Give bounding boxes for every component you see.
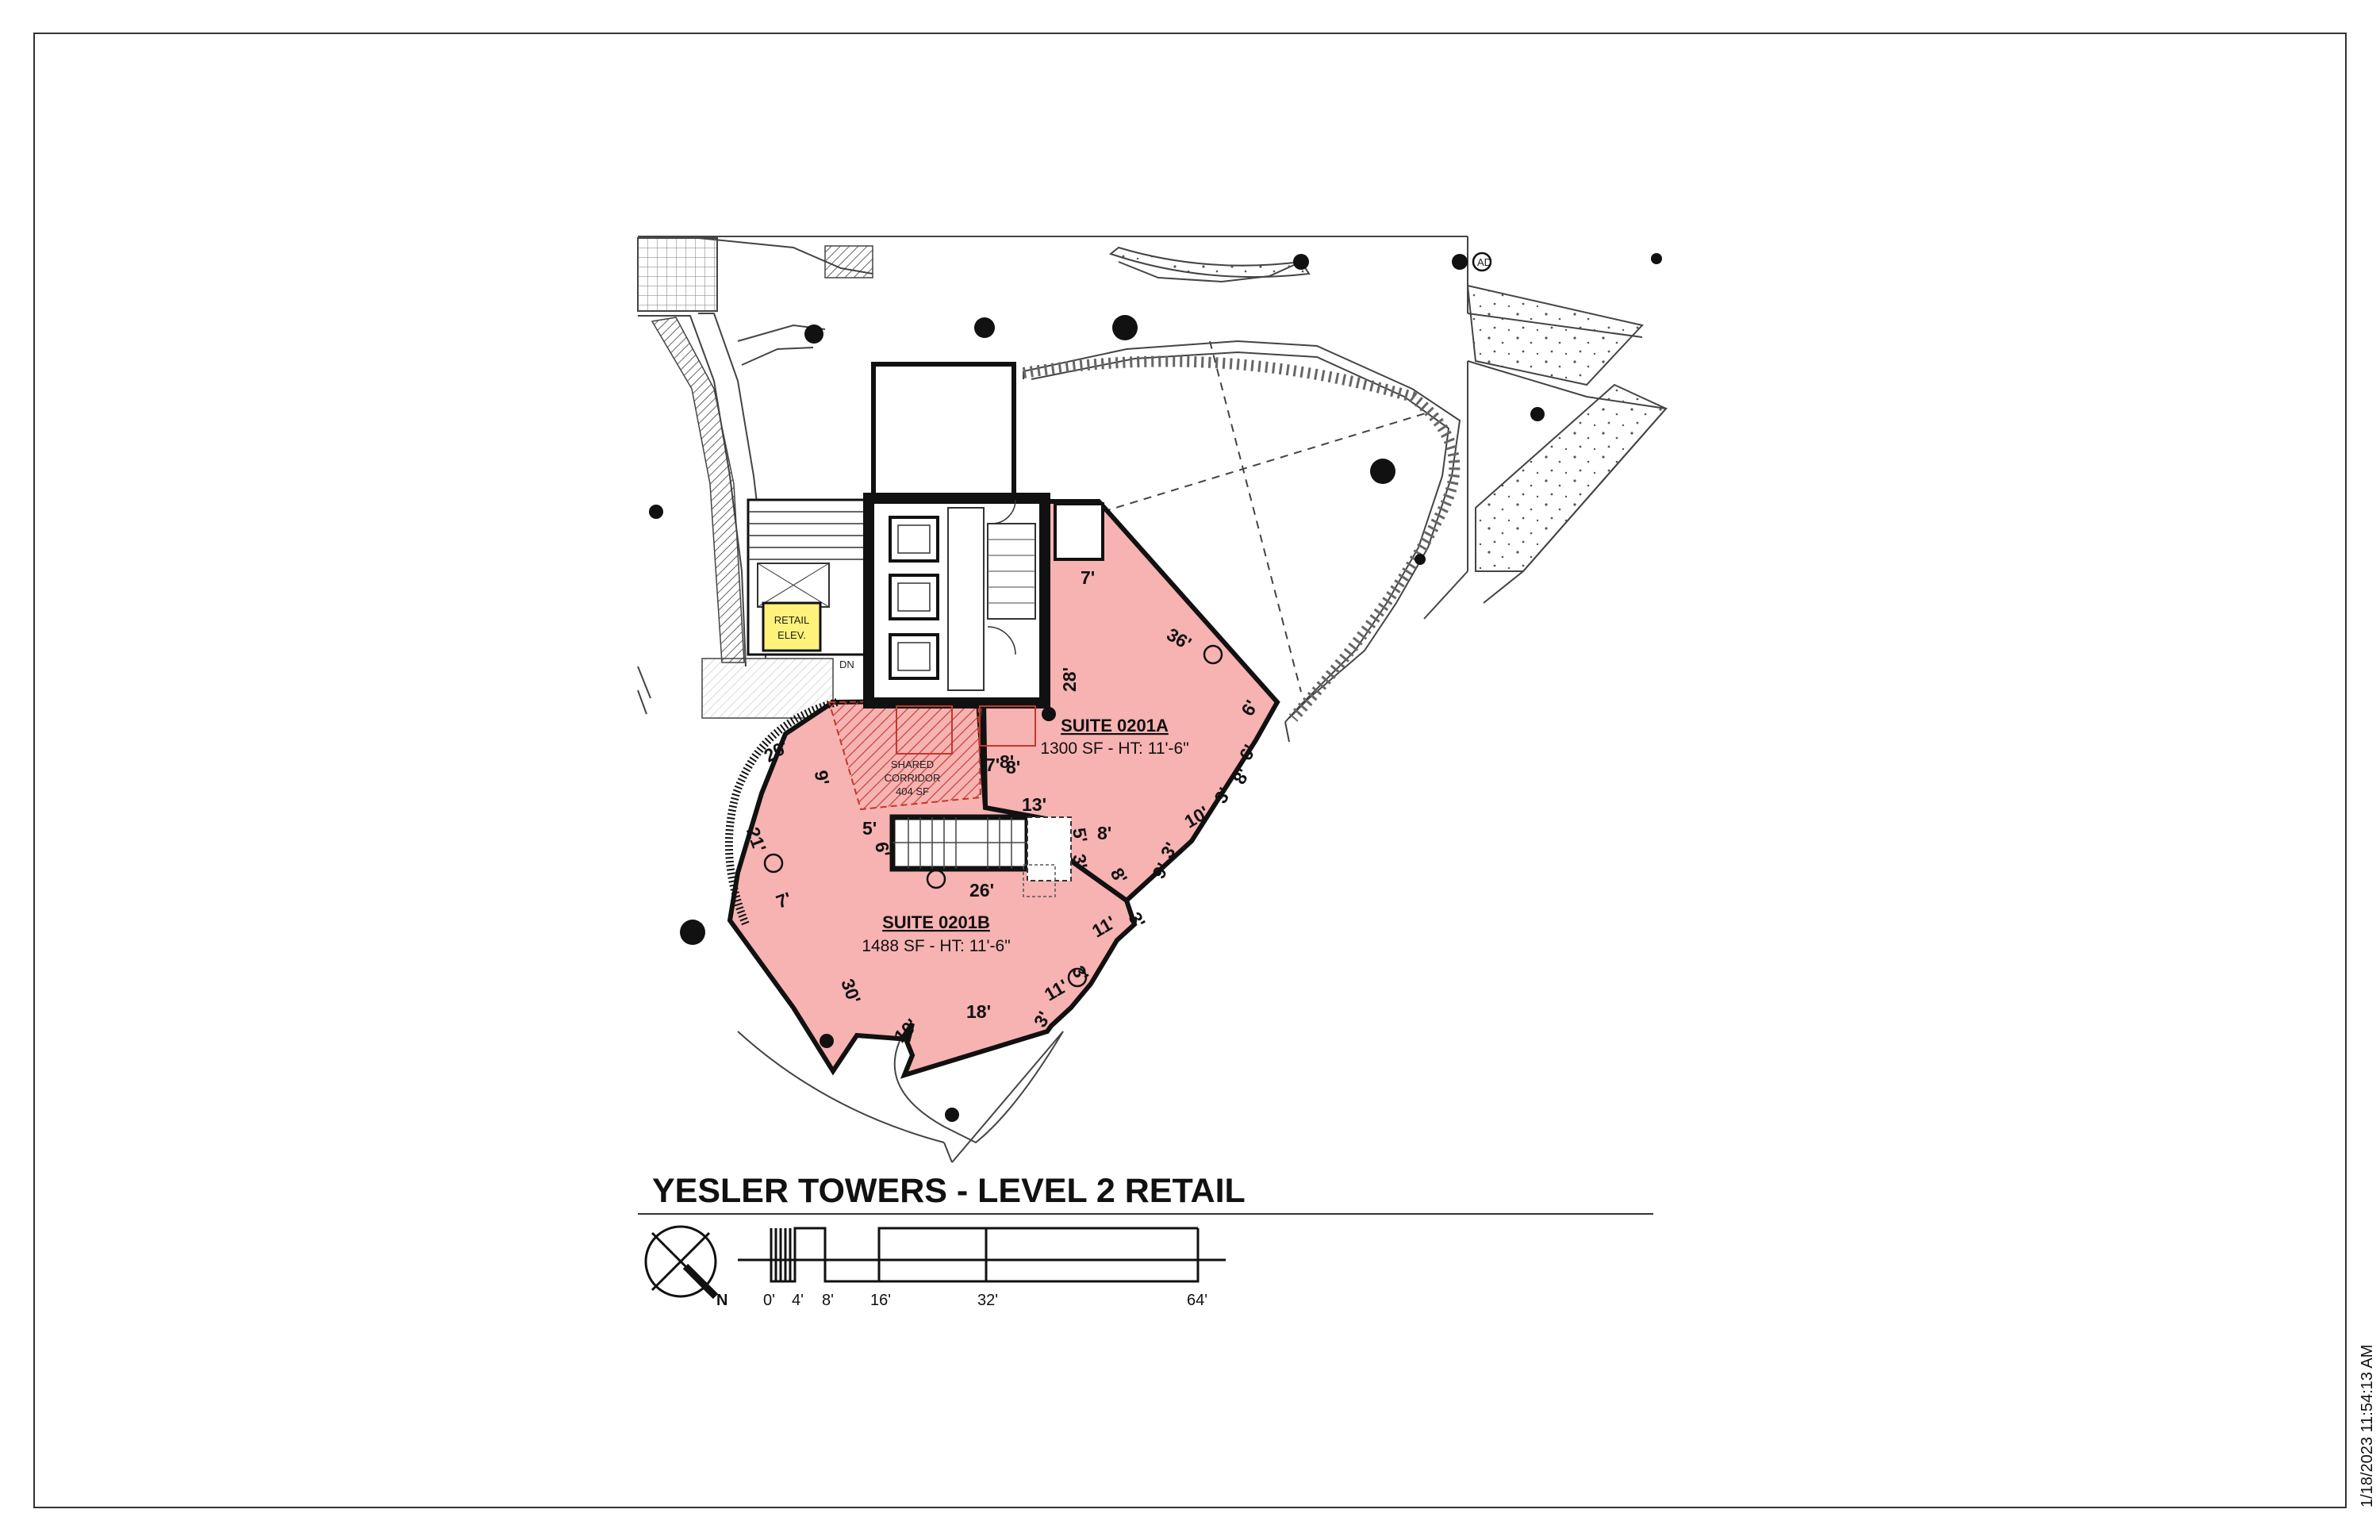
restroom-right [979,705,1036,747]
column-icon [649,253,1662,1122]
scale-label: 4' [792,1292,804,1309]
suite-0201b-info: 1488 SF - HT: 11'-6" [862,937,1010,955]
dim-label: 8' [1097,823,1111,843]
suite-0201a-info: 1300 SF - HT: 11'-6" [1040,739,1188,758]
dim-label: 26' [969,880,994,901]
retail-elev-line2: ELEV. [777,629,806,641]
scale-label: 64' [1187,1292,1207,1309]
dim-label: 8' [1000,751,1014,772]
dim-label: 5' [862,818,877,839]
shared-corridor-area: 404 SF [896,785,929,797]
suite-0201b-name: SUITE 0201B [882,912,990,932]
door-icon [987,626,1016,655]
elevator-icons [897,524,931,671]
elevator-cabs [889,516,939,680]
north-label: N [716,1292,727,1309]
drawing-title: YESLER TOWERS - LEVEL 2 RETAIL [652,1172,1246,1210]
dim-label: 3' [1069,852,1092,870]
grating-area [637,237,718,312]
dashed-lines [1102,340,1429,693]
core-shaft-top [871,362,1016,503]
stair-treads-left [748,511,871,560]
retail-elev-line1: RETAIL [774,614,810,626]
dim-label: 7' [1081,567,1095,588]
scale-label: 32' [977,1292,998,1309]
shared-corridor-line1: SHARED [891,758,934,770]
planting-area-1 [1466,284,1644,386]
planting-area-3 [1108,246,1311,278]
suite-0201a-name: SUITE 0201A [1061,716,1169,735]
stair-landing [1027,816,1072,881]
core-notch [1054,502,1104,561]
dim-label: 6' [871,840,894,858]
north-arrow-icon [644,1225,719,1300]
dim-label: 5' [1069,826,1092,844]
stair-steps-top [824,245,873,278]
retail-elev-box [762,601,822,652]
dim-label: 28' [1059,667,1080,692]
timestamp: 1/18/2023 11:54:13 AM [2359,1345,2376,1507]
dim-label: 13' [1022,794,1046,815]
stair-landing-2 [1023,864,1056,897]
dim-label: 18' [966,1001,991,1022]
stair-core-treads [988,539,1035,604]
scale-bar [738,1227,1226,1283]
lobby-pad [701,658,834,719]
shared-corridor-line2: CORRIDOR [885,772,941,784]
dim-label: 9' [811,769,834,787]
ramp-hatch [651,317,745,663]
sheet-border [33,33,2347,1508]
stair-middle-treads [892,817,1027,869]
dn-label: DN [839,659,854,670]
column-outline-icon [763,252,1492,988]
scale-label: 8' [822,1292,834,1309]
planting-area-2 [1475,383,1668,572]
core-corridor [947,507,985,691]
ad-label: AD [1477,256,1491,268]
dim-label: 7' [985,755,1000,775]
scale-label: 0' [763,1292,775,1309]
restroom-left [896,705,953,755]
door-icon-2 [991,499,1016,524]
scale-label: 16' [870,1292,891,1309]
shared-corridor [827,699,982,811]
dim-label: 8' [1006,757,1020,778]
